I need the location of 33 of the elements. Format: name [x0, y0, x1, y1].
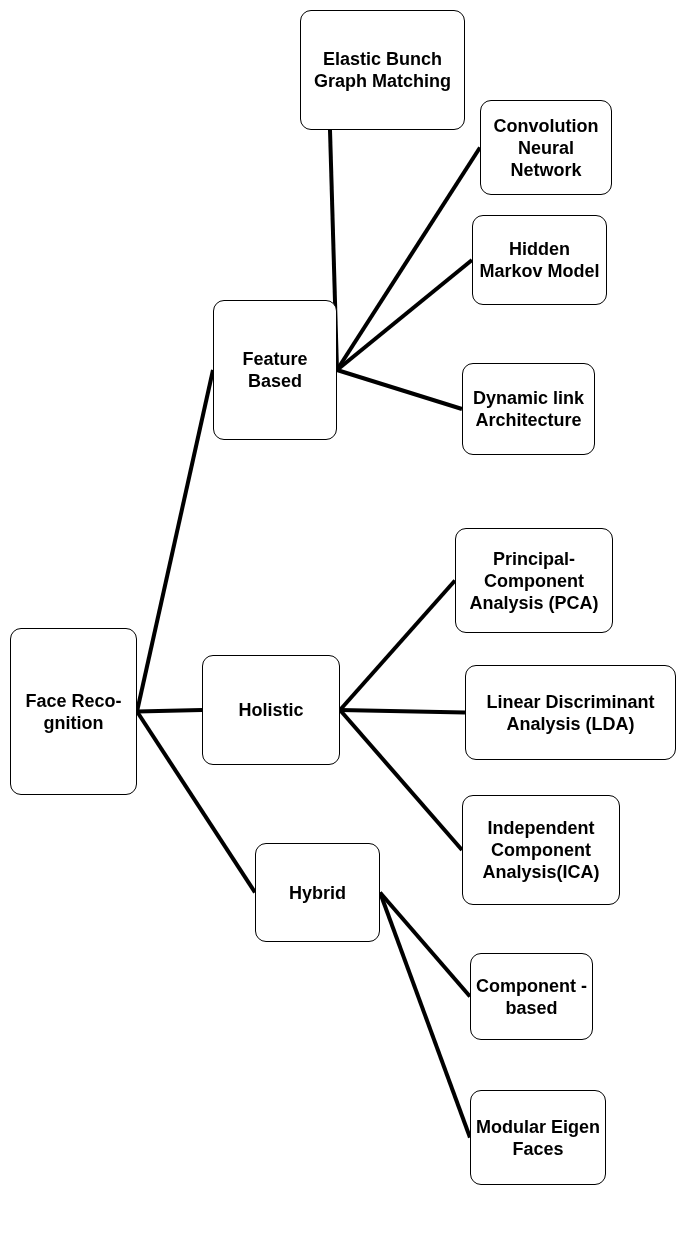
method-box: [10, 628, 137, 795]
method-label: Linear Discriminant Analysis (LDA): [485, 690, 656, 735]
connector-line: [135, 710, 257, 894]
connector-line: [136, 708, 203, 714]
method-box: [455, 528, 613, 633]
method-label: Face Reco- gnition: [24, 689, 123, 734]
method-label: Holistic: [237, 699, 305, 721]
method-box: [462, 363, 595, 455]
method-label: Convolution Neural Network: [492, 114, 600, 181]
method-label: Independent Component Analysis(ICA): [481, 817, 601, 883]
method-label: Dynamic link Architecture: [471, 387, 585, 431]
method-label: Modular Eigen Faces: [475, 1115, 601, 1160]
method-box: [472, 215, 607, 305]
method-box: [470, 953, 593, 1040]
connector-line: [336, 368, 463, 411]
method-box: [213, 300, 337, 440]
method-box: [300, 10, 465, 130]
connector-line: [378, 891, 472, 1139]
connector-line: [135, 369, 215, 712]
method-label: Hybrid: [288, 881, 347, 904]
method-box: [462, 795, 620, 905]
connector-line: [378, 891, 472, 998]
method-box: [465, 665, 676, 760]
method-box: [202, 655, 340, 765]
method-box: [470, 1090, 606, 1185]
method-label: Feature Based: [241, 348, 309, 392]
method-box: [255, 843, 380, 942]
method-label: Hidden Markov Model: [478, 238, 601, 282]
method-label: Principal- Component Analysis (PCA): [468, 547, 600, 614]
connector-line: [339, 708, 466, 715]
method-label: Elastic Bunch Graph Matching: [313, 48, 452, 92]
method-box: [480, 100, 612, 195]
method-label: Component -based: [475, 974, 588, 1019]
